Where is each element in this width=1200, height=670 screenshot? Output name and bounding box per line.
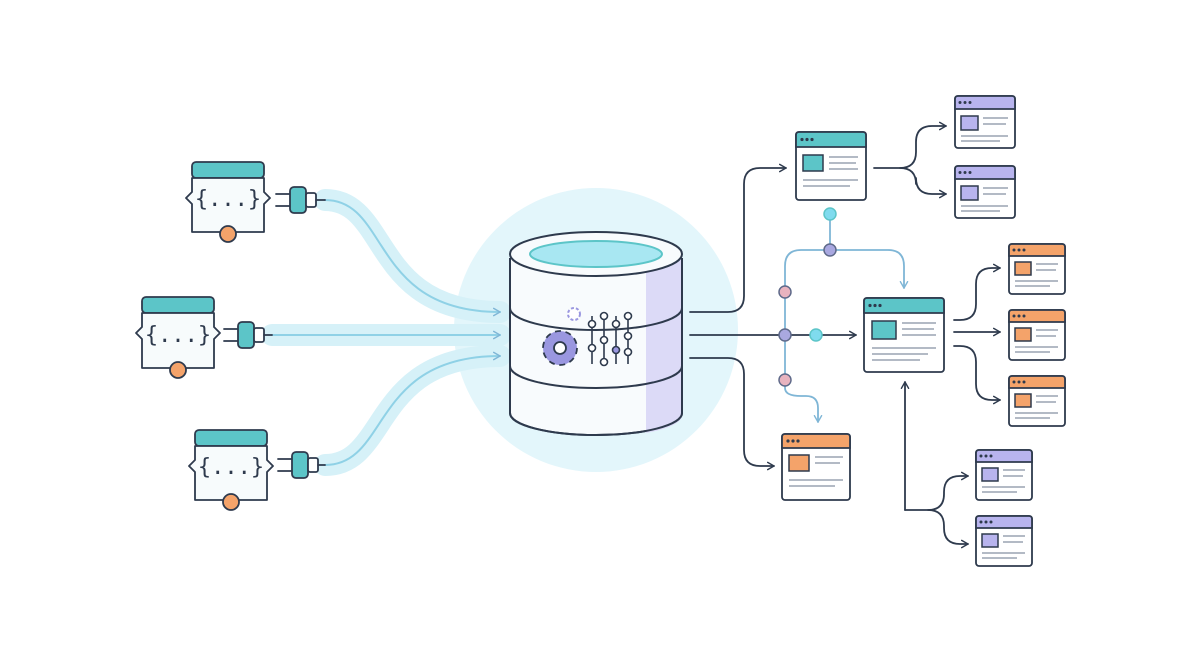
output-window-4 [863, 297, 945, 373]
output-connectors [689, 121, 1001, 549]
source-module-1: {...} [185, 161, 326, 243]
plug-icon [277, 451, 326, 479]
plug-icon [275, 186, 326, 214]
status-dot [222, 493, 240, 511]
output-window-8 [1008, 375, 1066, 427]
source-module-2: {...} [135, 296, 273, 379]
gear-icon [542, 330, 578, 366]
output-window-9 [975, 449, 1033, 501]
output-window-1 [795, 131, 867, 201]
input-flows [261, 189, 511, 476]
output-window-7 [1008, 309, 1066, 361]
output-window-5 [781, 433, 851, 501]
output-window-10 [975, 515, 1033, 567]
brace-label: {...} [195, 187, 261, 212]
source-module-3: {...} [188, 429, 326, 511]
small-gear-icon [567, 307, 581, 321]
plug-icon [223, 321, 273, 349]
output-window-6 [1008, 243, 1066, 295]
status-dot [219, 225, 237, 243]
status-dot [169, 361, 187, 379]
brace-label: {...} [198, 455, 264, 480]
output-window-2 [954, 95, 1016, 149]
binary-matrix-icon [587, 311, 633, 367]
database-icon [509, 231, 683, 436]
output-window-3 [954, 165, 1016, 219]
brace-label: {...} [145, 323, 211, 348]
routing-nodes [778, 207, 837, 387]
